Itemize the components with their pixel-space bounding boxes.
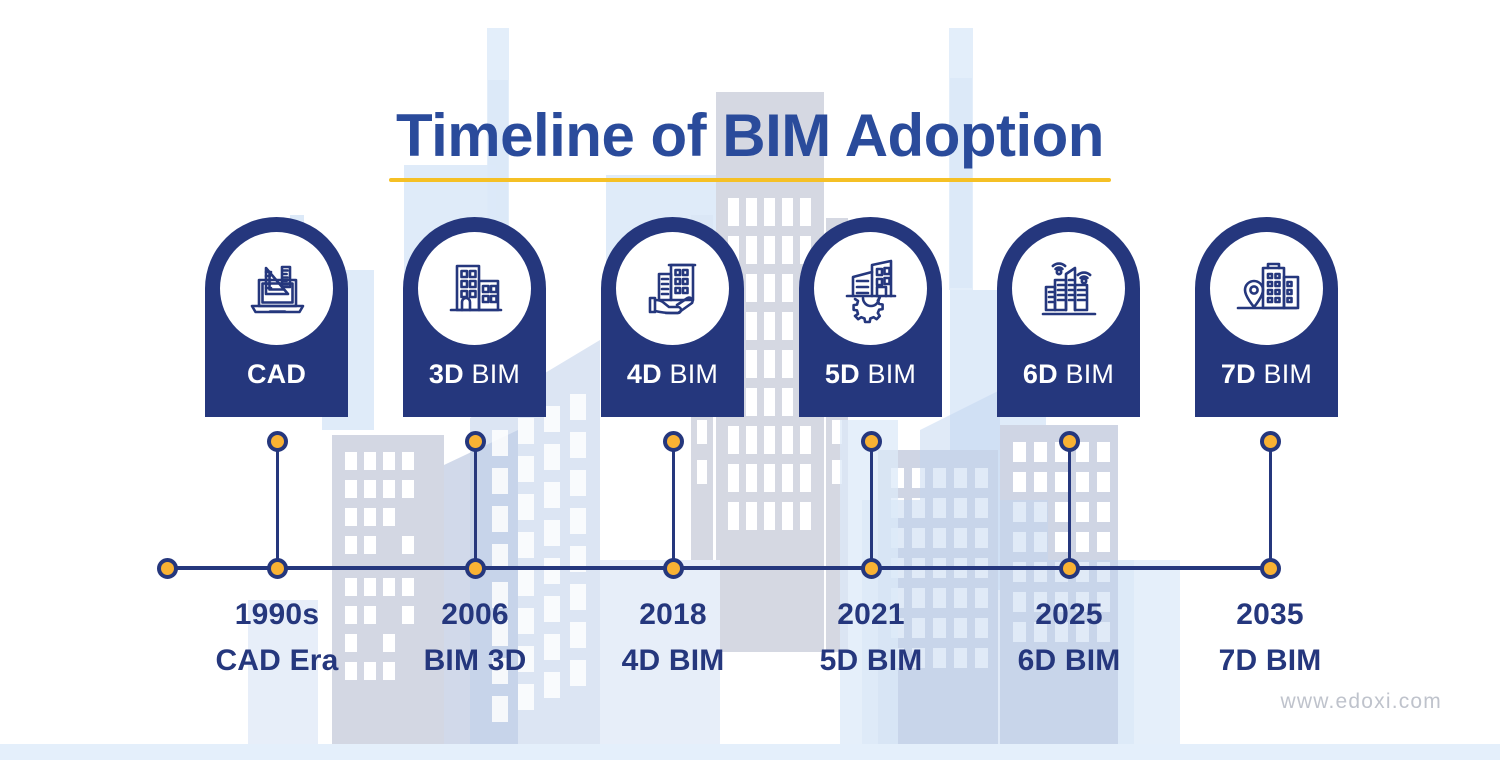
building-gear-icon: [845, 259, 896, 323]
pin-label: 6D BIM: [1023, 359, 1114, 390]
pin-dim: 5D: [824, 359, 860, 389]
pin-label: 7D BIM: [1221, 359, 1312, 390]
timeline-origin-dot: [157, 558, 178, 579]
pin-icon-disc: [418, 232, 531, 345]
pin-dim: CAD: [246, 359, 307, 389]
timeline-label-2018: 2018 4D BIM: [563, 592, 783, 683]
pin-icon-disc: [220, 232, 333, 345]
timeline-stem: [672, 442, 675, 568]
timeline-axis: [167, 566, 1271, 570]
timeline-base-dot[interactable]: [1059, 558, 1080, 579]
pin-7d-bim[interactable]: 7D BIM: [1195, 217, 1338, 417]
timeline-top-dot[interactable]: [1059, 431, 1080, 452]
timeline-stem: [1269, 442, 1272, 568]
timeline-caption: 5D BIM: [819, 643, 923, 677]
pin-dim: 3D: [428, 359, 464, 389]
pin-row: CAD: [0, 217, 1500, 417]
timeline-caption: 4D BIM: [621, 643, 725, 677]
pin-icon-disc: [1210, 232, 1323, 345]
timeline-top-dot[interactable]: [1260, 431, 1281, 452]
title-underline-rule: [389, 177, 1111, 182]
timeline-base-dot[interactable]: [663, 558, 684, 579]
pin-suffix: BIM: [1255, 359, 1313, 389]
timeline-stem: [1068, 442, 1071, 568]
pin-icon-disc: [814, 232, 927, 345]
timeline-label-2025: 2025 6D BIM: [959, 592, 1179, 683]
timeline-stem: [276, 442, 279, 568]
timeline-base-dot[interactable]: [465, 558, 486, 579]
timeline: 1990s CAD Era 2006 BIM 3D 2018 4D BIM 20…: [0, 420, 1500, 760]
timeline-stem: [474, 442, 477, 568]
timeline-label-2006: 2006 BIM 3D: [365, 592, 585, 683]
timeline-top-dot[interactable]: [663, 431, 684, 452]
building-3d-icon: [449, 264, 502, 311]
timeline-year: 2006: [441, 598, 509, 631]
timeline-base-dot[interactable]: [1260, 558, 1281, 579]
pin-label: 3D BIM: [429, 359, 520, 390]
title-block: Timeline of BIM Adoption: [0, 102, 1500, 182]
pin-icon-disc: [1012, 232, 1125, 345]
pin-suffix: BIM: [1057, 359, 1115, 389]
timeline-label-2021: 2021 5D BIM: [761, 592, 981, 683]
timeline-caption: 7D BIM: [1218, 643, 1322, 677]
timeline-caption: BIM 3D: [423, 643, 527, 677]
timeline-top-dot[interactable]: [861, 431, 882, 452]
timeline-top-dot[interactable]: [465, 431, 486, 452]
timeline-caption: CAD Era: [215, 643, 339, 677]
watermark-url: www.edoxi.com: [1280, 690, 1442, 713]
timeline-year: 2021: [837, 598, 905, 631]
laptop-ruler-icon: [250, 265, 304, 313]
pin-suffix: BIM: [463, 359, 521, 389]
timeline-label-2035: 2035 7D BIM: [1160, 592, 1380, 683]
pin-label: CAD: [247, 359, 306, 390]
pin-5d-bim[interactable]: 5D BIM: [799, 217, 942, 417]
pin-icon-disc: [616, 232, 729, 345]
timeline-top-dot[interactable]: [267, 431, 288, 452]
pin-suffix: BIM: [661, 359, 719, 389]
timeline-label-1990s: 1990s CAD Era: [167, 592, 387, 683]
timeline-year: 2035: [1236, 598, 1304, 631]
timeline-base-dot[interactable]: [861, 558, 882, 579]
pin-dim: 6D: [1022, 359, 1058, 389]
pin-label: 4D BIM: [627, 359, 718, 390]
timeline-caption: 6D BIM: [1017, 643, 1121, 677]
timeline-year: 2025: [1035, 598, 1103, 631]
pin-label: 5D BIM: [825, 359, 916, 390]
timeline-stem: [870, 442, 873, 568]
timeline-year: 2018: [639, 598, 707, 631]
timeline-base-dot[interactable]: [267, 558, 288, 579]
pin-3d-bim[interactable]: 3D BIM: [403, 217, 546, 417]
building-location-pin-icon: [1236, 262, 1299, 309]
pin-suffix: BIM: [859, 359, 917, 389]
pin-dim: 4D: [626, 359, 662, 389]
pin-cad[interactable]: CAD: [205, 217, 348, 417]
building-wifi-icon: [1041, 261, 1096, 315]
pin-4d-bim[interactable]: 4D BIM: [601, 217, 744, 417]
hand-holding-building-icon: [648, 263, 696, 314]
pin-dim: 7D: [1220, 359, 1256, 389]
timeline-year: 1990s: [234, 598, 320, 631]
pin-6d-bim[interactable]: 6D BIM: [997, 217, 1140, 417]
page-title: Timeline of BIM Adoption: [396, 102, 1104, 169]
